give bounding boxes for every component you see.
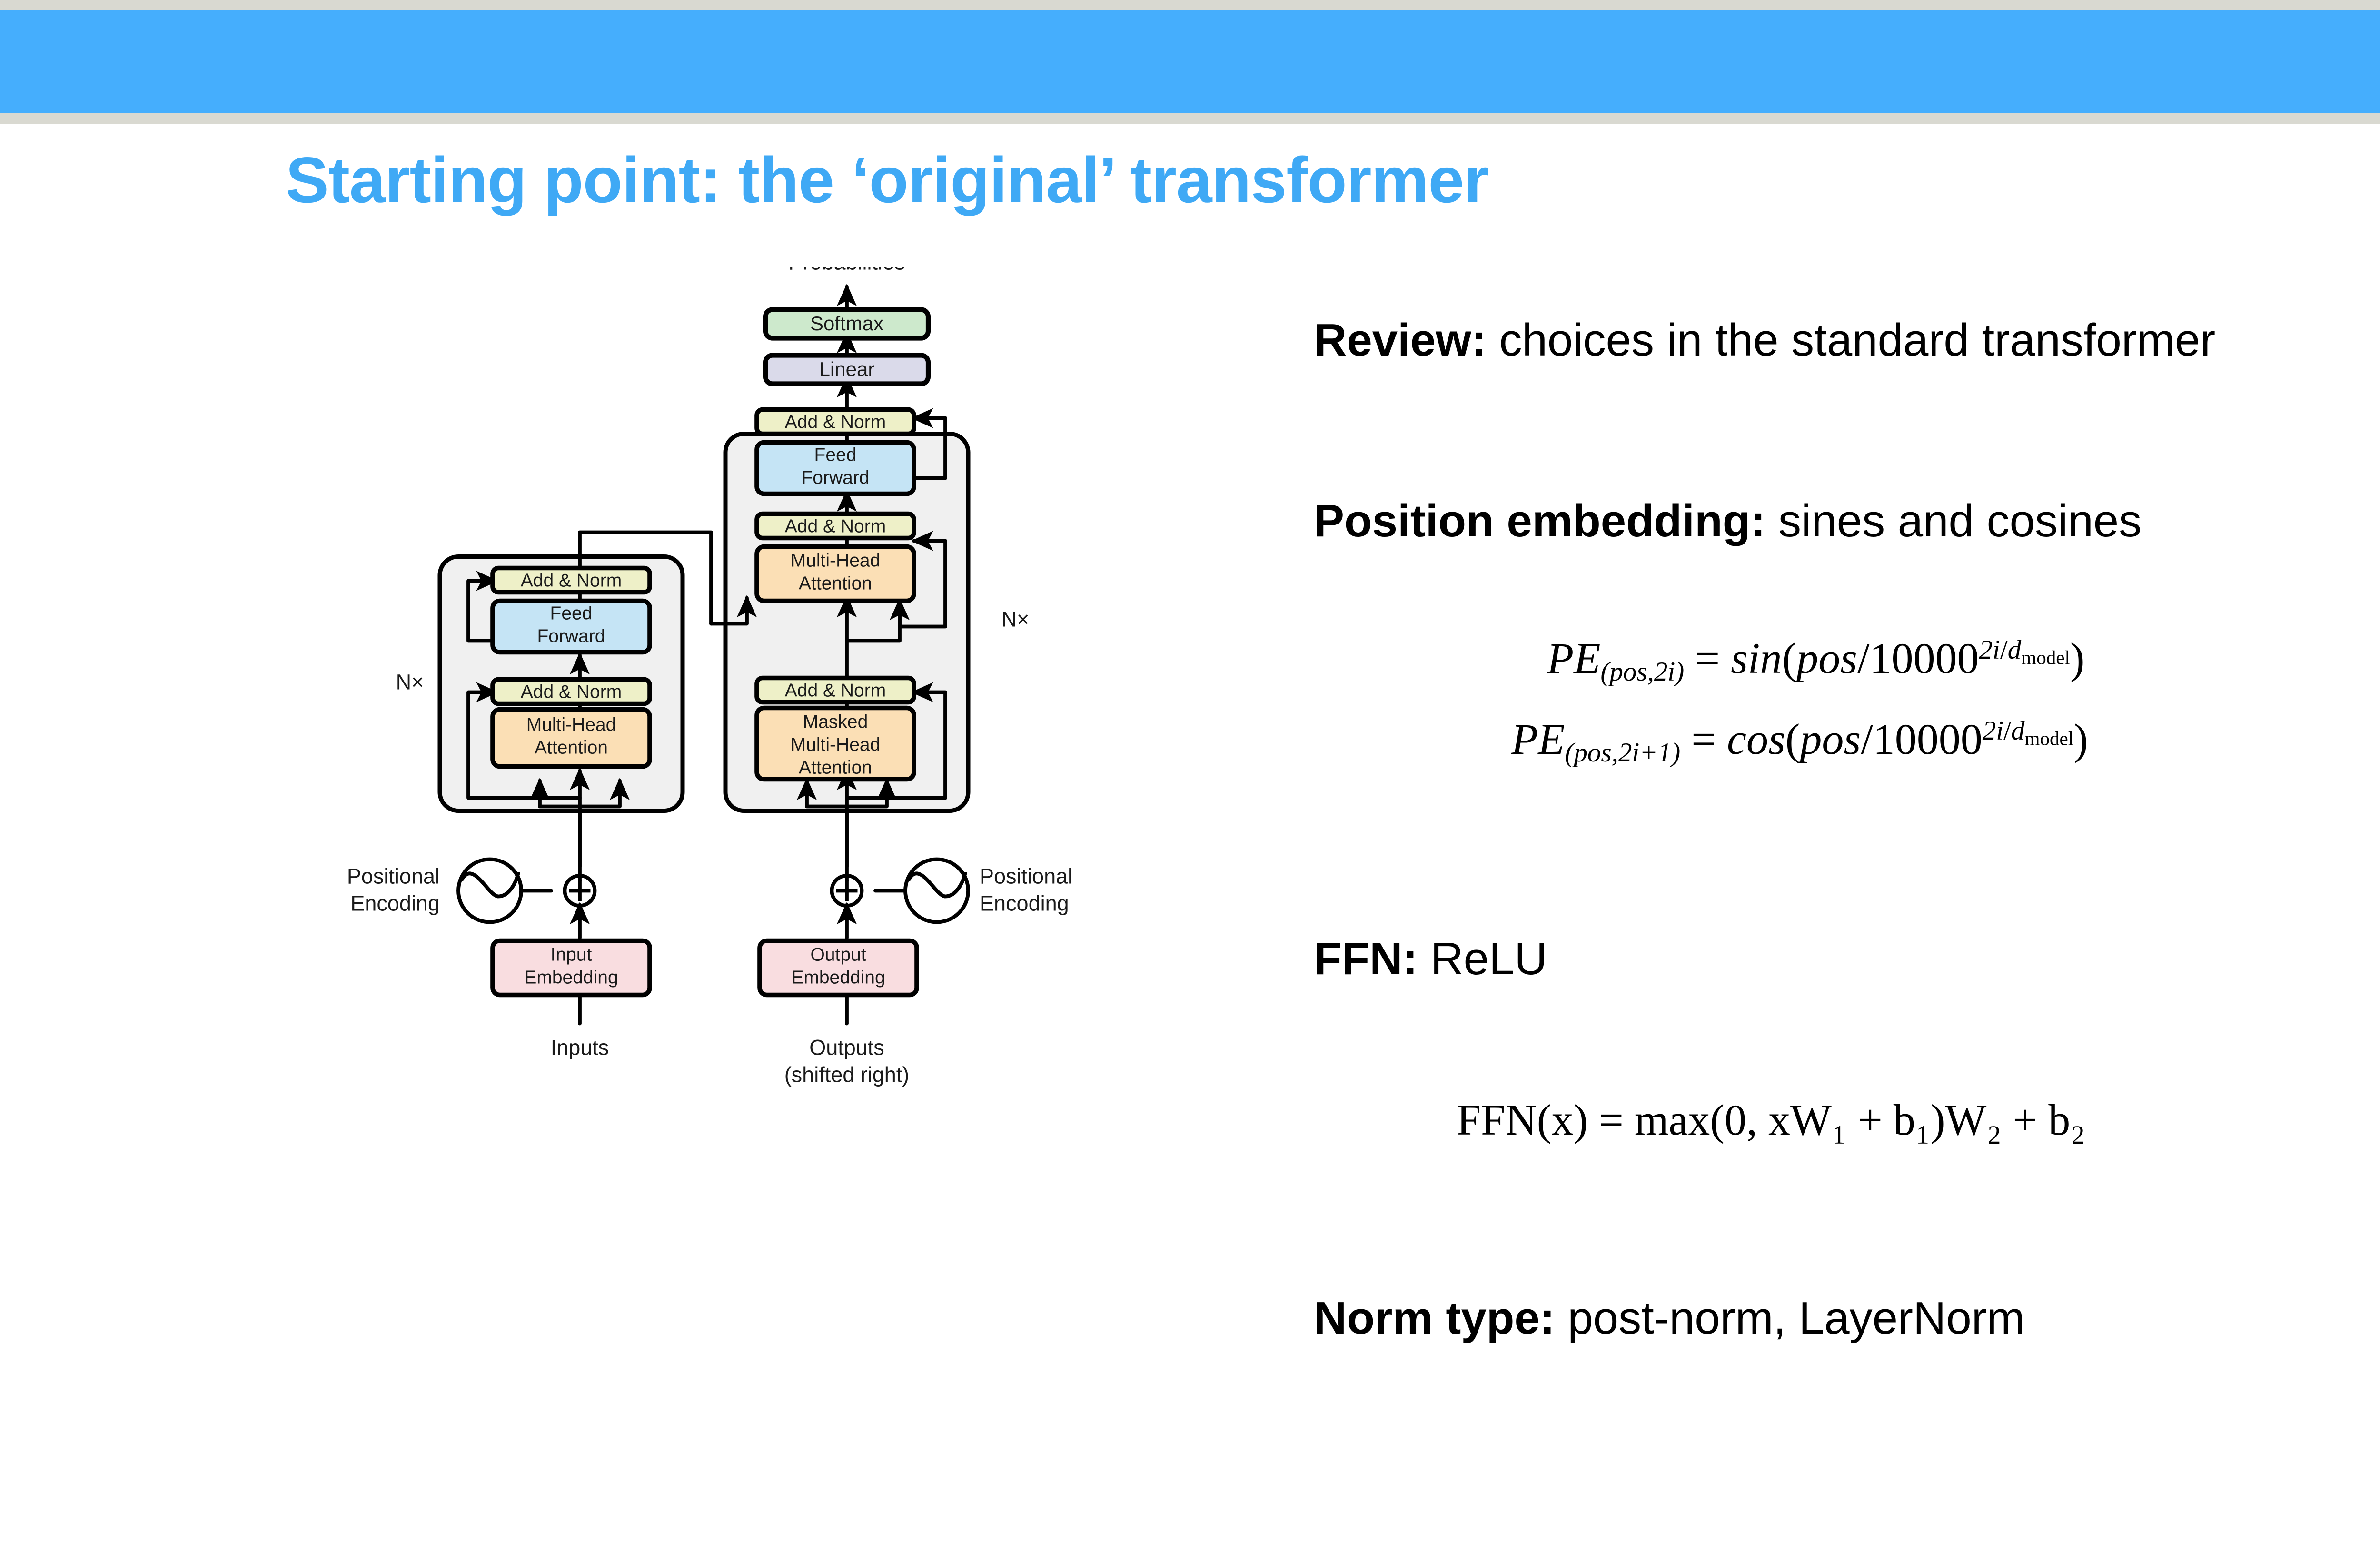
diagram-box-encoder-attention: Multi-Head Attention (490, 707, 652, 769)
diagram-box-decoder-addnorm-2: Add & Norm (754, 511, 916, 541)
diagram-box-decoder-addnorm-1: Add & Norm (754, 675, 916, 705)
input-embedding-line1: Input (551, 945, 592, 965)
note-norm-value: post-norm, LayerNorm (1555, 1293, 2025, 1344)
decoder-positional-encoding-line1: Positional (980, 864, 1072, 889)
formula-pe-even: PE(pos,2i) = sin(pos/100002i/dmodel) (1547, 634, 2085, 687)
encoder-addnorm-1-label: Add & Norm (521, 682, 622, 702)
outputs-label-line1: Outputs (809, 1036, 884, 1060)
encoder-ff-line2: Forward (537, 626, 605, 647)
decoder-add-operator-icon (830, 874, 864, 908)
pe-exp-den-2: d (2011, 716, 2025, 746)
positional-encoding-wave-icon-left (456, 857, 523, 924)
encoder-addnorm-2-label: Add & Norm (521, 571, 622, 591)
decoder-addnorm-2-label: Add & Norm (785, 516, 886, 537)
diagram-box-decoder-addnorm-3: Add & Norm (754, 407, 916, 436)
encoder-positional-encoding-line2: Encoding (350, 891, 440, 916)
pe-base: 10000 (1869, 634, 1979, 682)
diagram-box-linear: Linear (763, 353, 931, 386)
note-position-label: Position embedding: (1314, 495, 1766, 546)
masked-attention-line0: Masked (803, 712, 868, 732)
encoder-ff-line1: Feed (550, 603, 593, 624)
diagram-box-input-embedding: Input Embedding (490, 938, 652, 998)
diagram-box-cross-attention: Multi-Head Attention (754, 544, 916, 603)
pe-odd-sub: (pos,2i+1) (1565, 737, 1681, 768)
diagram-box-decoder-feedforward: Feed Forward (754, 440, 916, 496)
note-ffn-label: FFN: (1314, 933, 1418, 984)
diagram-box-softmax: Softmax (763, 307, 931, 341)
encoder-positional-encoding-line1: Positional (347, 864, 440, 889)
pe-even-lhs: PE (1547, 634, 1601, 682)
pe-base-2: 10000 (1873, 715, 1983, 763)
pe-exp-den: d (2007, 635, 2022, 665)
diagram-box-encoder-feedforward: Feed Forward (490, 598, 652, 655)
encoder-attention-line2: Attention (535, 738, 608, 758)
transformer-architecture-diagram: Softmax Linear Add & Norm Feed Forward A… (328, 267, 1257, 1513)
note-position-value: sines and cosines (1765, 495, 2142, 546)
cross-attention-line2: Attention (799, 573, 872, 594)
pe-arg-2: pos (1800, 715, 1861, 763)
banner-blue-bar (0, 10, 2380, 113)
diagram-box-encoder-addnorm-1: Add & Norm (490, 677, 652, 706)
decoder-positional-encoding-line2: Encoding (980, 891, 1069, 916)
formula-pe-odd: PE(pos,2i+1) = cos(pos/100002i/dmodel) (1511, 715, 2088, 768)
pe-arg: pos (1796, 634, 1857, 682)
note-review-label: Review: (1314, 315, 1487, 366)
input-embedding-line2: Embedding (524, 968, 618, 988)
pe-exp-den-sub-2: model (2024, 727, 2074, 750)
linear-label: Linear (819, 358, 875, 380)
note-ffn: FFN: ReLU (1314, 933, 1547, 985)
formula-ffn: FFN(x) = max(0, xW₁ + b₁)W₂ + b₂ (1457, 1096, 2086, 1144)
masked-attention-line1: Multi-Head (791, 735, 881, 755)
note-ffn-value: ReLU (1418, 933, 1547, 984)
pe-even-sub: (pos,2i) (1600, 656, 1685, 687)
banner-top-edge (0, 0, 2380, 124)
note-position-embedding: Position embedding: sines and cosines (1314, 495, 2142, 547)
decoder-ff-line2: Forward (801, 468, 869, 488)
output-probabilities-line2: Probabilities (788, 267, 905, 275)
outputs-label-line2: (shifted right) (784, 1063, 910, 1087)
pe-odd-fn: cos (1727, 715, 1785, 763)
encoder-attention-line1: Multi-Head (526, 715, 616, 735)
masked-attention-line2: Attention (799, 758, 872, 778)
pe-exp-num-2: 2i (1982, 716, 2004, 746)
pe-exp-den-sub: model (2021, 646, 2070, 669)
encoder-nx-label: N× (396, 670, 424, 694)
decoder-addnorm-3-label: Add & Norm (785, 412, 886, 433)
decoder-ff-line1: Feed (814, 445, 857, 465)
pe-exp-num: 2i (1979, 635, 2000, 665)
diagram-box-masked-attention: Masked Multi-Head Attention (754, 705, 916, 782)
diagram-box-encoder-addnorm-2: Add & Norm (490, 565, 652, 595)
output-embedding-line1: Output (810, 945, 866, 965)
positional-encoding-wave-icon-right (903, 857, 970, 924)
diagram-box-output-embedding: Output Embedding (757, 938, 919, 998)
page-title: Starting point: the ‘original’ transform… (286, 144, 1489, 216)
note-review-value: choices in the standard transformer (1486, 315, 2216, 366)
pe-even-fn: sin (1731, 634, 1782, 682)
decoder-addnorm-1-label: Add & Norm (785, 681, 886, 701)
inputs-label: Inputs (551, 1036, 609, 1060)
pe-odd-lhs: PE (1511, 715, 1565, 763)
note-review: Review: choices in the standard transfor… (1314, 314, 2215, 366)
encoder-add-operator-icon (563, 874, 597, 908)
output-embedding-line2: Embedding (791, 968, 885, 988)
softmax-label: Softmax (810, 312, 883, 335)
note-norm-type: Norm type: post-norm, LayerNorm (1314, 1292, 2025, 1344)
decoder-nx-label: N× (1002, 607, 1030, 632)
note-norm-label: Norm type: (1314, 1293, 1555, 1344)
cross-attention-line1: Multi-Head (791, 551, 881, 571)
